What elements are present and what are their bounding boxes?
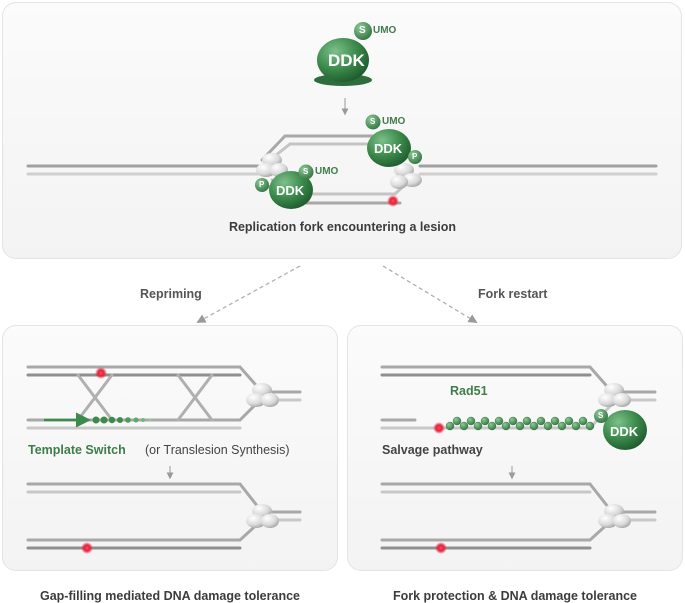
helicase-left-upper — [246, 383, 279, 407]
lesion-left-upper — [95, 367, 107, 379]
ddk-lower-sumo-suffix: UMO — [315, 166, 339, 177]
lesion-right-upper — [433, 422, 445, 434]
ddk-upper-sumo-suffix: UMO — [382, 116, 406, 127]
branch-label-fork-restart: Fork restart — [478, 287, 548, 301]
ddk-free-label: DDK — [328, 51, 365, 70]
template-switch-label: Template Switch — [28, 443, 126, 457]
top-caption: Replication fork encountering a lesion — [228, 220, 457, 234]
salvage-pathway-label: Salvage pathway — [382, 443, 483, 457]
lesion-right-lower — [435, 542, 447, 554]
lesion-top — [387, 195, 399, 207]
template-switch-strand — [44, 412, 152, 428]
ddk-free-sumo-s: S — [359, 25, 366, 36]
rad51-label: Rad51 — [450, 384, 488, 398]
lesion-left-lower — [81, 542, 93, 554]
helicase-right-lower — [598, 504, 631, 528]
helicase-left-lower — [246, 504, 279, 528]
ddk-upper-phospho: P — [412, 152, 418, 161]
top-fork-dna — [26, 134, 658, 205]
branch-label-repriming: Repriming — [140, 287, 202, 301]
ddk-right-complex — [594, 409, 647, 450]
ddk-right-sumo-s: S — [598, 411, 604, 420]
helicase-right-upper — [598, 383, 631, 407]
repriming-arrow — [196, 265, 301, 323]
ddk-upper-label: DDK — [374, 141, 403, 156]
ddk-upper-complex — [365, 114, 422, 167]
ddk-lower-phospho: P — [259, 180, 265, 189]
ddk-lower-label: DDK — [276, 183, 305, 198]
ddk-lower-complex — [255, 164, 314, 209]
right-caption: Fork protection & DNA damage tolerance — [392, 589, 638, 603]
ddk-lower-sumo-s: S — [303, 167, 309, 176]
helicase-right — [390, 163, 422, 189]
right-lower-dna — [380, 482, 657, 550]
ddk-right-label: DDK — [610, 424, 639, 439]
left-caption: Gap-filling mediated DNA damage toleranc… — [39, 589, 300, 603]
ddk-free-complex — [314, 22, 372, 86]
fork-restart-arrow — [382, 265, 478, 323]
ddk-upper-sumo-s: S — [370, 117, 376, 126]
ddk-free-sumo-suffix: UMO — [373, 25, 397, 36]
rad51-filament — [445, 416, 595, 431]
translesion-label: (or Translesion Synthesis) — [145, 443, 290, 457]
